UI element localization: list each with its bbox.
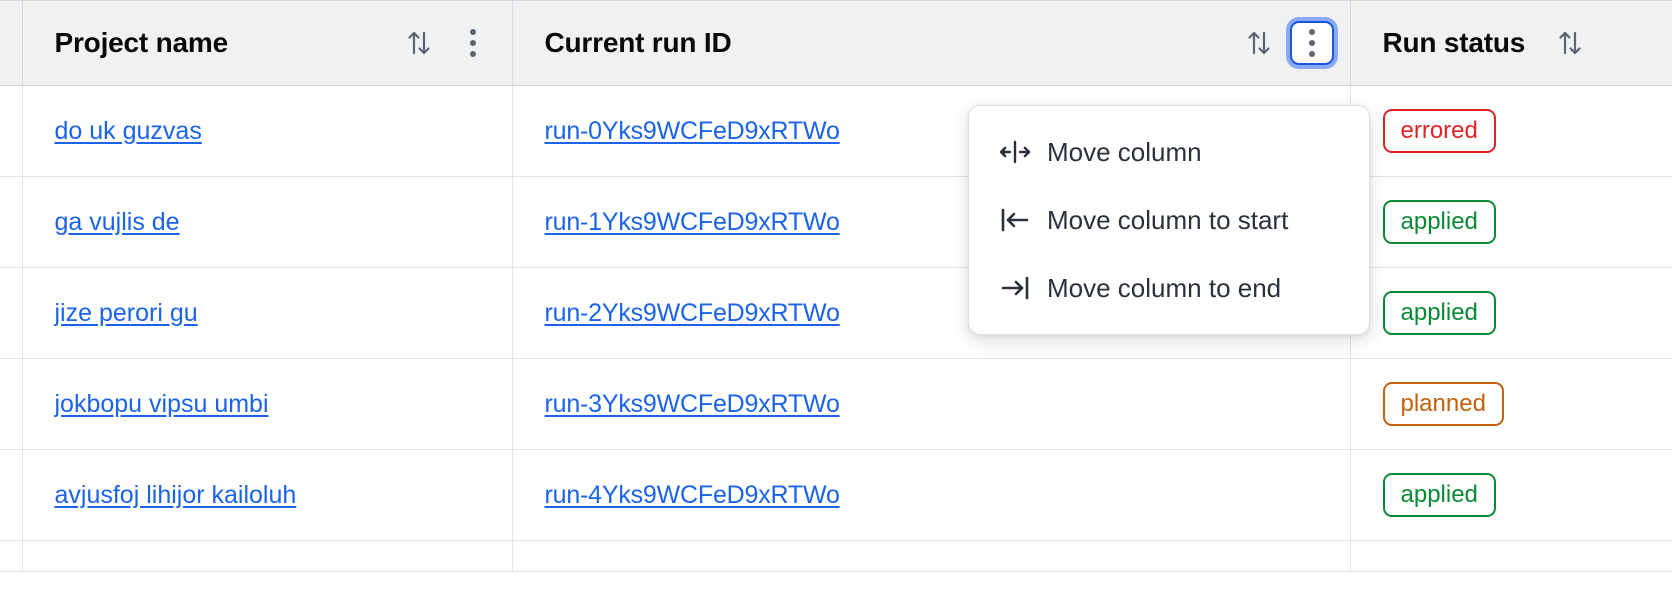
cell-project-name [22,540,513,572]
table-row: jize perori gu run-2Yks9WCFeD9xRTWo appl… [0,267,1672,359]
header-cell-current-run-id: Current run ID [512,0,1351,86]
menu-item-move-column-to-end[interactable]: Move column to end [969,254,1369,322]
cell-project-name: do uk guzvas [22,85,513,177]
header-cell-gutter [0,0,23,86]
row-gutter-cell [0,540,23,572]
cell-run-status [1350,540,1672,572]
cell-run-status: applied [1350,449,1672,541]
move-column-icon [995,139,1035,165]
row-gutter-cell [0,449,23,541]
project-name-link[interactable]: jokbopu vipsu umbi [54,389,269,418]
cell-project-name: avjusfoj lihijor kailoluh [22,449,513,541]
row-gutter-cell [0,358,23,450]
menu-item-label: Move column to start [1047,204,1289,235]
table-header-row: Project name [0,0,1672,86]
projects-table: Project name [0,0,1672,572]
project-name-link[interactable]: jize perori gu [54,298,198,327]
column-context-menu: Move column Move column to start [968,105,1370,335]
project-name-link[interactable]: avjusfoj lihijor kailoluh [54,480,297,509]
table-row: avjusfoj lihijor kailoluh run-4Yks9WCFeD… [0,449,1672,541]
more-options-icon-project-name[interactable] [450,20,496,66]
move-column-to-start-icon [995,207,1035,233]
cell-current-run-id: run-3Yks9WCFeD9xRTWo [512,358,1351,450]
table-row: jokbopu vipsu umbi run-3Yks9WCFeD9xRTWo … [0,358,1672,450]
kebab-dots [469,29,476,57]
column-title-project-name: Project name [54,27,229,58]
more-options-icon-current-run-id[interactable] [1289,21,1334,65]
menu-item-move-column-to-start[interactable]: Move column to start [969,186,1369,254]
run-id-link[interactable]: run-0Yks9WCFeD9xRTWo [544,116,840,145]
status-badge: applied [1382,291,1496,335]
cell-run-status: planned [1350,358,1672,450]
sort-icon-run-status[interactable] [1547,20,1593,66]
menu-item-move-column[interactable]: Move column [969,118,1369,186]
run-id-link[interactable]: run-2Yks9WCFeD9xRTWo [544,298,840,327]
table-row-partial [0,540,1672,572]
header-cell-project-name: Project name [22,0,513,86]
status-badge: errored [1382,109,1496,153]
run-id-link[interactable]: run-3Yks9WCFeD9xRTWo [544,389,840,418]
cell-run-status: applied [1350,267,1672,359]
cell-current-run-id [512,540,1351,572]
cell-project-name: jize perori gu [22,267,513,359]
row-gutter-cell [0,267,23,359]
table-header: Project name [0,0,1672,86]
kebab-dots [1308,29,1315,57]
move-column-to-end-icon [995,275,1035,301]
table-body: do uk guzvas run-0Yks9WCFeD9xRTWo errore… [0,85,1672,572]
header-cell-run-status: Run status [1350,0,1672,86]
column-title-run-status: Run status [1382,27,1526,58]
sort-icon-project-name[interactable] [396,20,442,66]
project-name-link[interactable]: do uk guzvas [54,116,202,145]
cell-current-run-id: run-4Yks9WCFeD9xRTWo [512,449,1351,541]
status-badge: planned [1382,382,1504,426]
run-id-link[interactable]: run-4Yks9WCFeD9xRTWo [544,480,840,509]
project-name-link[interactable]: ga vujlis de [54,207,180,236]
row-gutter-cell [0,176,23,268]
cell-run-status: errored [1350,85,1672,177]
sort-icon-current-run-id[interactable] [1236,20,1282,66]
cell-project-name: jokbopu vipsu umbi [22,358,513,450]
cell-run-status: applied [1350,176,1672,268]
menu-item-label: Move column to end [1047,272,1282,303]
status-badge: applied [1382,200,1496,244]
row-gutter-cell [0,85,23,177]
cell-project-name: ga vujlis de [22,176,513,268]
table-row: ga vujlis de run-1Yks9WCFeD9xRTWo applie… [0,176,1672,268]
menu-item-label: Move column [1047,136,1202,167]
run-id-link[interactable]: run-1Yks9WCFeD9xRTWo [544,207,840,236]
status-badge: applied [1382,473,1496,517]
column-title-current-run-id: Current run ID [544,27,732,58]
table-row: do uk guzvas run-0Yks9WCFeD9xRTWo errore… [0,85,1672,177]
